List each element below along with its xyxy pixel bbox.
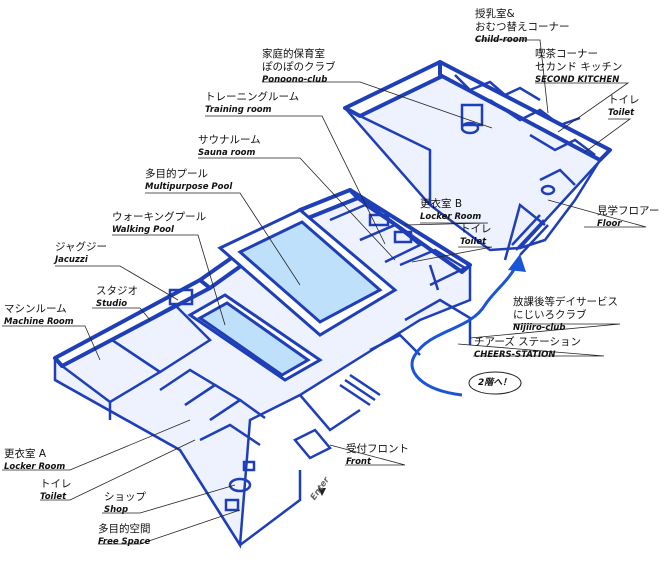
- ponoono-jp-2: ぽのぽのクラブ: [262, 61, 336, 73]
- multipurpose-pool-en: Multipurpose Pool: [145, 182, 233, 192]
- locker-b-jp: 更衣室 B: [420, 198, 463, 210]
- front-area: [293, 373, 381, 496]
- label-second-floor: 2階へ！: [478, 377, 511, 390]
- child-room-jp-1: 授乳室&: [475, 8, 515, 20]
- second-kitchen-jp-2: セカンド キッチン: [535, 61, 623, 73]
- shop-en: Shop: [104, 505, 129, 515]
- toilet-bottom-en: Toilet: [40, 492, 67, 502]
- label-multipurpose-pool: 多目的プール Multipurpose Pool: [145, 168, 232, 194]
- child-room-en: Child-room: [475, 35, 528, 45]
- toilet-top-jp: トイレ: [608, 94, 640, 106]
- machine-room-jp: マシンルーム: [4, 303, 67, 315]
- front-en: Front: [346, 457, 372, 467]
- studio-jp: スタジオ: [96, 285, 138, 297]
- second-floor-bubble: [468, 371, 522, 395]
- upper-floor-wing: [342, 60, 613, 261]
- cheers-jp: チアーズ ステーション: [474, 336, 581, 348]
- label-shop: ショップ Shop: [104, 491, 146, 517]
- training-jp: トレーニングルーム: [205, 91, 300, 103]
- label-second-kitchen: 喫茶コーナー セカンド キッチン SECOND KITCHEN: [535, 48, 622, 87]
- nijiiro-jp-2: にじいろクラブ: [513, 309, 587, 321]
- front-jp: 受付フロント: [346, 443, 409, 455]
- jacuzzi-en: Jacuzzi: [55, 255, 88, 265]
- locker-a-en: Locker Room: [4, 462, 66, 472]
- label-nijiiro: 放課後等デイサービス にじいろクラブ Nijiiro-club: [513, 296, 618, 335]
- child-room-jp-2: おむつ替えコーナー: [475, 21, 570, 33]
- label-machine-room: マシンルーム Machine Room: [4, 303, 74, 329]
- ponoono-en: Ponoono-club: [262, 75, 328, 85]
- label-toilet-mid: トイレ Toilet: [460, 223, 492, 249]
- label-toilet-top: トイレ Toilet: [608, 94, 640, 120]
- toilet-mid-en: Toilet: [460, 237, 487, 247]
- free-space-en: Free Space: [98, 537, 151, 547]
- locker-a-jp: 更衣室 A: [4, 448, 47, 460]
- cheers-en: CHEERS-STATION: [474, 350, 556, 360]
- floor-jp: 見学フロアー: [597, 205, 660, 217]
- nijiiro-jp-1: 放課後等デイサービス: [513, 296, 618, 308]
- label-training: トレーニングルーム Training room: [205, 91, 299, 117]
- label-free-space: 多目的空間 Free Space: [98, 523, 151, 549]
- second-kitchen-jp-1: 喫茶コーナー: [535, 48, 598, 60]
- label-jacuzzi: ジャグジー Jacuzzi: [55, 241, 107, 267]
- second-floor-text: 2階へ！: [478, 378, 512, 388]
- label-floor: 見学フロアー Floor: [597, 205, 659, 231]
- route-arrow: [508, 254, 526, 272]
- toilet-top-en: Toilet: [608, 108, 635, 118]
- jacuzzi-jp: ジャグジー: [55, 241, 107, 253]
- sauna-jp: サウナルーム: [198, 134, 261, 146]
- nijiiro-en: Nijiiro-club: [513, 323, 566, 333]
- label-locker-a: 更衣室 A Locker Room: [4, 448, 65, 474]
- leader-lines: [2, 39, 647, 545]
- floor-en: Floor: [597, 219, 622, 229]
- label-toilet-bottom: トイレ Toilet: [40, 478, 72, 504]
- walking-pool-en: Walking Pool: [112, 225, 174, 235]
- sauna-en: Sauna room: [198, 148, 256, 158]
- second-kitchen-en: SECOND KITCHEN: [535, 75, 620, 85]
- label-walking-pool: ウォーキングプール Walking Pool: [112, 211, 206, 237]
- label-locker-b: 更衣室 B Locker Room: [420, 198, 481, 224]
- label-sauna: サウナルーム Sauna room: [198, 134, 261, 160]
- label-ponoono: 家庭的保育室 ぽのぽのクラブ Ponoono-club: [262, 48, 336, 87]
- shop-jp: ショップ: [104, 491, 146, 503]
- machine-room-en: Machine Room: [4, 317, 74, 327]
- toilet-mid-jp: トイレ: [460, 223, 492, 235]
- locker-b-en: Locker Room: [420, 212, 482, 222]
- label-studio: スタジオ Studio: [96, 285, 138, 311]
- studio-en: Studio: [96, 299, 128, 309]
- locker-b-block: [329, 203, 472, 356]
- walking-pool-jp: ウォーキングプール: [112, 211, 207, 223]
- free-space-jp: 多目的空間: [98, 523, 151, 535]
- label-child-room: 授乳室& おむつ替えコーナー Child-room: [475, 8, 570, 47]
- label-front: 受付フロント Front: [346, 443, 409, 469]
- label-cheers: チアーズ ステーション CHEERS-STATION: [474, 336, 581, 362]
- ponoono-jp-1: 家庭的保育室: [262, 48, 325, 60]
- toilet-bottom-jp: トイレ: [40, 478, 72, 490]
- multipurpose-pool-jp: 多目的プール: [145, 168, 208, 180]
- route-to-second-floor: [410, 261, 520, 397]
- training-en: Training room: [205, 105, 272, 115]
